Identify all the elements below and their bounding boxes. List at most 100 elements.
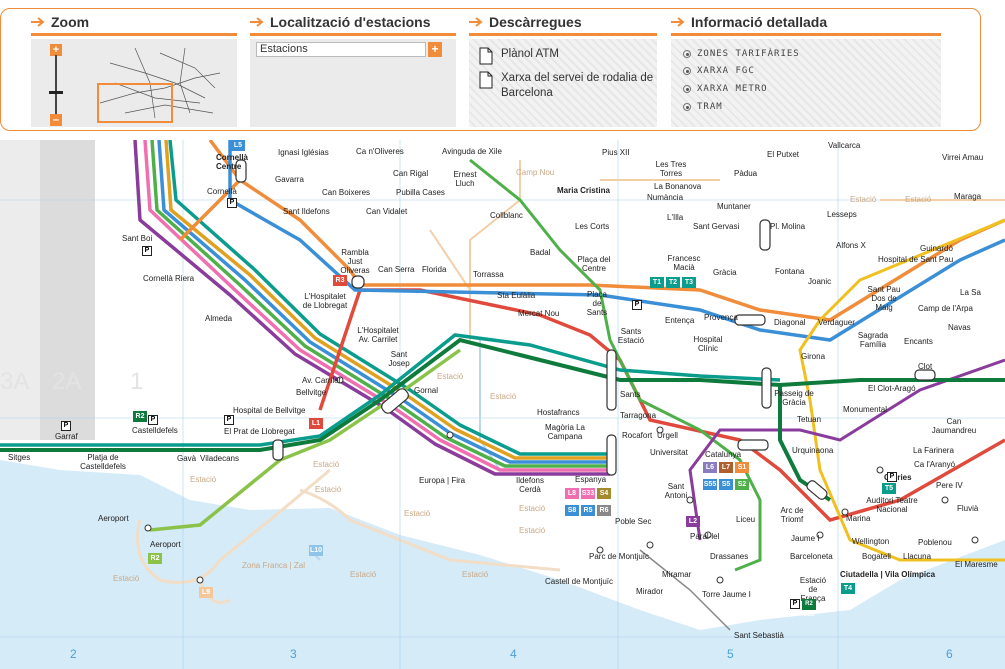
- station-label[interactable]: Poblenou: [918, 538, 952, 547]
- station-label[interactable]: Numància: [647, 193, 684, 202]
- station-label[interactable]: Fontana: [775, 267, 805, 276]
- station-label[interactable]: Platja de Castelldefels: [80, 453, 126, 471]
- station-label[interactable]: Les Corts: [575, 222, 610, 231]
- station-label[interactable]: Pere IV: [936, 481, 963, 490]
- station-label[interactable]: Camp Nou: [516, 168, 555, 177]
- download-link-atm[interactable]: Plànol ATM: [479, 47, 559, 65]
- station-label[interactable]: Torre Jaume I: [702, 590, 751, 599]
- station-label[interactable]: Catalunya: [705, 450, 742, 459]
- station-label[interactable]: Av. Carrilet: [302, 376, 341, 385]
- station-label[interactable]: Can Serra: [378, 265, 415, 274]
- station-label[interactable]: Arc de Triomf: [780, 506, 804, 524]
- station-label[interactable]: Guinardó: [920, 244, 953, 253]
- station-label[interactable]: Badal: [530, 248, 551, 257]
- station-label[interactable]: Mirador: [636, 587, 664, 596]
- zoom-in-button[interactable]: +: [50, 44, 62, 56]
- station-label[interactable]: Maraga: [954, 192, 982, 201]
- station-label[interactable]: Parc de Montjuïc: [589, 552, 650, 561]
- station-label[interactable]: El Prat de Llobregat: [224, 427, 295, 436]
- station-label[interactable]: Espanya: [575, 475, 607, 484]
- station-label[interactable]: Joanic: [808, 277, 832, 286]
- station-label[interactable]: Provença: [704, 313, 738, 322]
- info-option-tram[interactable]: TRAM: [683, 102, 723, 112]
- station-label[interactable]: Sant Pau Dos de Maig: [867, 285, 901, 312]
- station-label[interactable]: Collblanc: [490, 211, 523, 220]
- station-label[interactable]: La Bonanova: [654, 182, 702, 191]
- station-label[interactable]: Sant Boi: [122, 234, 153, 243]
- station-label[interactable]: L'Illa: [667, 213, 684, 222]
- station-label[interactable]: Sants Estació: [617, 327, 645, 345]
- station-label[interactable]: Castell de Montjuïc: [545, 577, 614, 586]
- station-label[interactable]: Sagrada Família: [857, 331, 889, 349]
- station-label[interactable]: Mercat Nou: [518, 309, 560, 318]
- station-label[interactable]: Can Rigal: [393, 169, 429, 178]
- station-label[interactable]: Sant Gervasi: [693, 222, 740, 231]
- station-label[interactable]: Cornellà: [207, 187, 237, 196]
- station-label[interactable]: L'Hospitalet de Llobregat: [302, 292, 348, 310]
- map-canvas[interactable]: [0, 140, 1005, 669]
- station-label[interactable]: Llacuna: [903, 552, 932, 561]
- station-label[interactable]: Pl. Molina: [770, 222, 806, 231]
- station-label[interactable]: Europa | Fira: [419, 476, 466, 485]
- station-label[interactable]: Viladecans: [200, 454, 239, 463]
- station-label[interactable]: Miramar: [662, 570, 692, 579]
- station-label[interactable]: Rambla Just Oliveras: [340, 248, 370, 275]
- station-label[interactable]: Estació de França: [799, 576, 827, 603]
- station-label[interactable]: Tarragona: [620, 411, 657, 420]
- transit-map[interactable]: 3A 2A 1 2 3 4 5 6 Ignasi Iglésias Ca n'O…: [0, 140, 1005, 669]
- zoom-slider-track[interactable]: [55, 55, 57, 117]
- station-label[interactable]: Clot: [918, 362, 933, 371]
- station-label[interactable]: Ildefons Cerdà: [515, 476, 545, 494]
- station-label[interactable]: Garraf: [55, 432, 78, 441]
- station-label[interactable]: Sant Ildefons: [283, 207, 330, 216]
- station-label[interactable]: Sitges: [8, 453, 31, 462]
- station-label[interactable]: Can Vidalet: [366, 207, 408, 216]
- station-label[interactable]: Sant Sebastià: [734, 631, 784, 640]
- station-label[interactable]: Marina: [846, 514, 871, 523]
- station-label[interactable]: Encants: [904, 337, 933, 346]
- zoom-out-button[interactable]: –: [50, 114, 62, 126]
- station-label[interactable]: Ignasi Iglésias: [278, 148, 329, 157]
- station-label[interactable]: Can Jaumandreu: [931, 417, 977, 435]
- station-label[interactable]: Can Boixeres: [322, 188, 371, 197]
- station-label[interactable]: Hospital Clínic: [693, 335, 723, 353]
- station-label[interactable]: Urquinaona: [792, 446, 834, 455]
- station-label[interactable]: Francesc Macià: [667, 254, 701, 272]
- station-label[interactable]: Avinguda de Xile: [442, 147, 502, 156]
- station-label[interactable]: Cornellà Riera: [143, 274, 195, 283]
- station-label[interactable]: Tetuan: [797, 415, 822, 424]
- station-label[interactable]: Fluvià: [957, 504, 979, 513]
- info-option-fgc[interactable]: XARXA FGC: [683, 66, 755, 76]
- station-label[interactable]: Hospital de Bellvitge: [233, 406, 306, 415]
- station-label[interactable]: Bogatell: [862, 552, 891, 561]
- station-label[interactable]: Girona: [801, 352, 826, 361]
- station-label[interactable]: Camp de l'Arpa: [918, 304, 973, 313]
- station-label[interactable]: La Farinera: [913, 446, 954, 455]
- station-label[interactable]: Ca n'Oliveres: [356, 147, 404, 156]
- station-label[interactable]: Plaça de Sants: [586, 290, 608, 317]
- station-label[interactable]: Pubilla Cases: [396, 188, 445, 197]
- station-label[interactable]: Drassanes: [710, 552, 749, 561]
- station-label[interactable]: Torrassa: [473, 270, 504, 279]
- station-label[interactable]: Hostafrancs: [537, 408, 580, 417]
- station-label[interactable]: Auditori Teatre Nacional: [866, 496, 918, 514]
- station-label[interactable]: Urgell: [657, 431, 678, 440]
- station-label[interactable]: Bellvitge: [296, 388, 327, 397]
- station-go-button[interactable]: +: [428, 42, 442, 57]
- station-label[interactable]: Gràcia: [713, 268, 737, 277]
- station-label[interactable]: Ca l'Aranyó: [914, 460, 956, 469]
- station-label[interactable]: Vallcarca: [828, 141, 861, 150]
- station-label[interactable]: Passeig de Gràcia: [774, 389, 814, 407]
- info-option-zones[interactable]: ZONES TARIFÀRIES: [683, 49, 800, 59]
- station-label[interactable]: Alfons X: [836, 241, 866, 250]
- station-label[interactable]: Les Tres Torres: [655, 160, 687, 178]
- station-label[interactable]: El Putxet: [767, 150, 800, 159]
- station-label[interactable]: Ciutadella | Vila Olímpica: [840, 570, 936, 579]
- station-label[interactable]: Navas: [948, 323, 971, 332]
- station-label[interactable]: Almeda: [205, 314, 233, 323]
- station-label[interactable]: Barceloneta: [790, 552, 833, 561]
- station-label[interactable]: Pàdua: [734, 169, 758, 178]
- station-label[interactable]: Florida: [422, 265, 447, 274]
- station-label[interactable]: Gavà: [177, 454, 197, 463]
- station-label[interactable]: Sant Josep: [388, 350, 410, 368]
